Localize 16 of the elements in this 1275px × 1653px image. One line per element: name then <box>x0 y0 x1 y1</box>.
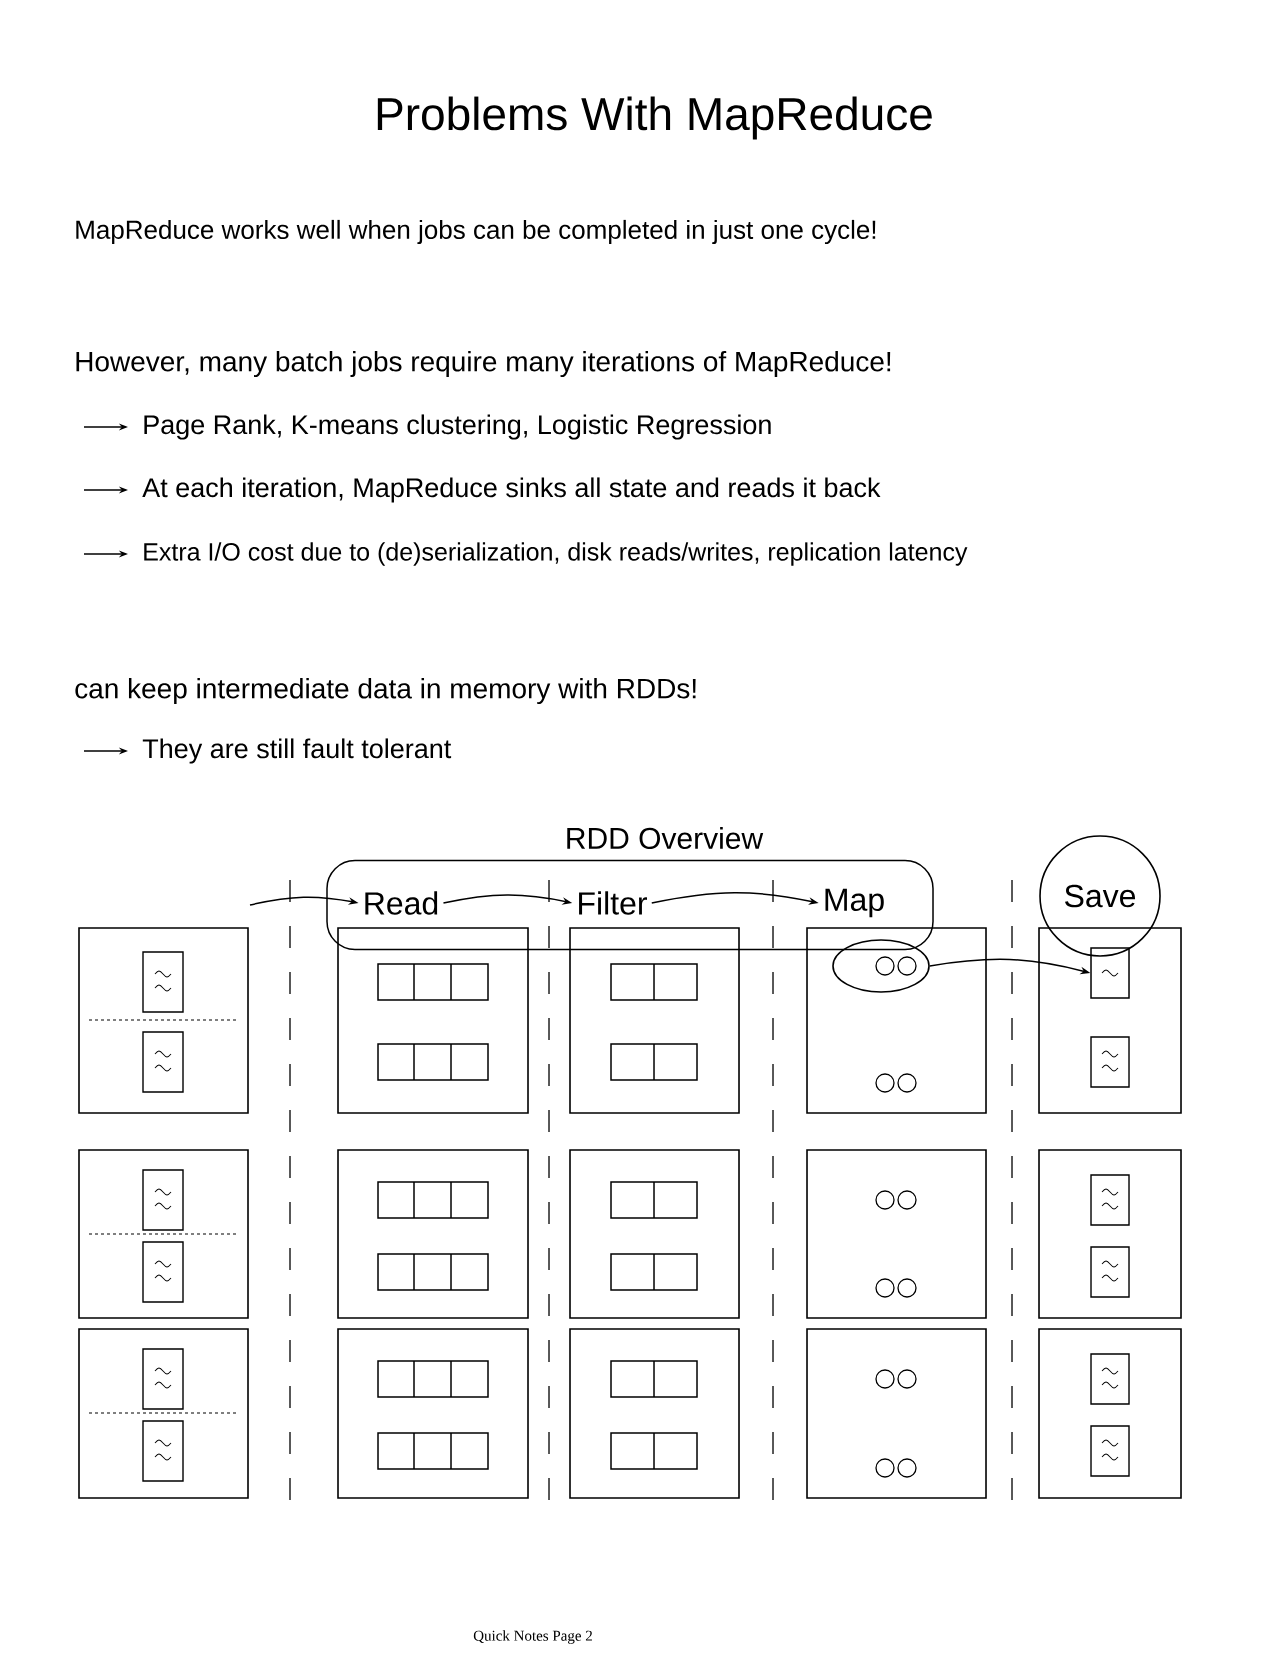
group-outline <box>326 859 934 951</box>
note-text: can keep intermediate data in memory with RDDs! <box>75 677 696 705</box>
stage-label: Map <box>825 888 884 918</box>
note-text: However, many batch jobs require many iterations of MapReduce! <box>76 350 891 378</box>
stage-label: Filter <box>579 891 647 915</box>
note-text: Extra I/O cost due to (de)serialization, disk reads/writes, replication latency <box>144 542 968 566</box>
partition-box <box>1090 947 1130 999</box>
diagram-heading: RDD Overview <box>567 827 764 850</box>
note-text: They are still fault tolerant <box>142 738 452 764</box>
note-text: Page Rank, K-means clustering, Logistic Regression <box>144 414 771 440</box>
circled-partition <box>832 939 930 993</box>
note-text: At each iteration, MapReduce sinks all state and reads it back <box>142 477 881 503</box>
page-footer: Quick Notes Page 2 <box>473 1630 592 1644</box>
title: Problems With MapReduce <box>377 96 932 140</box>
stage-label: Read <box>365 891 438 915</box>
note-text: MapReduce works well when jobs can be completed in just one cycle! <box>76 219 876 245</box>
